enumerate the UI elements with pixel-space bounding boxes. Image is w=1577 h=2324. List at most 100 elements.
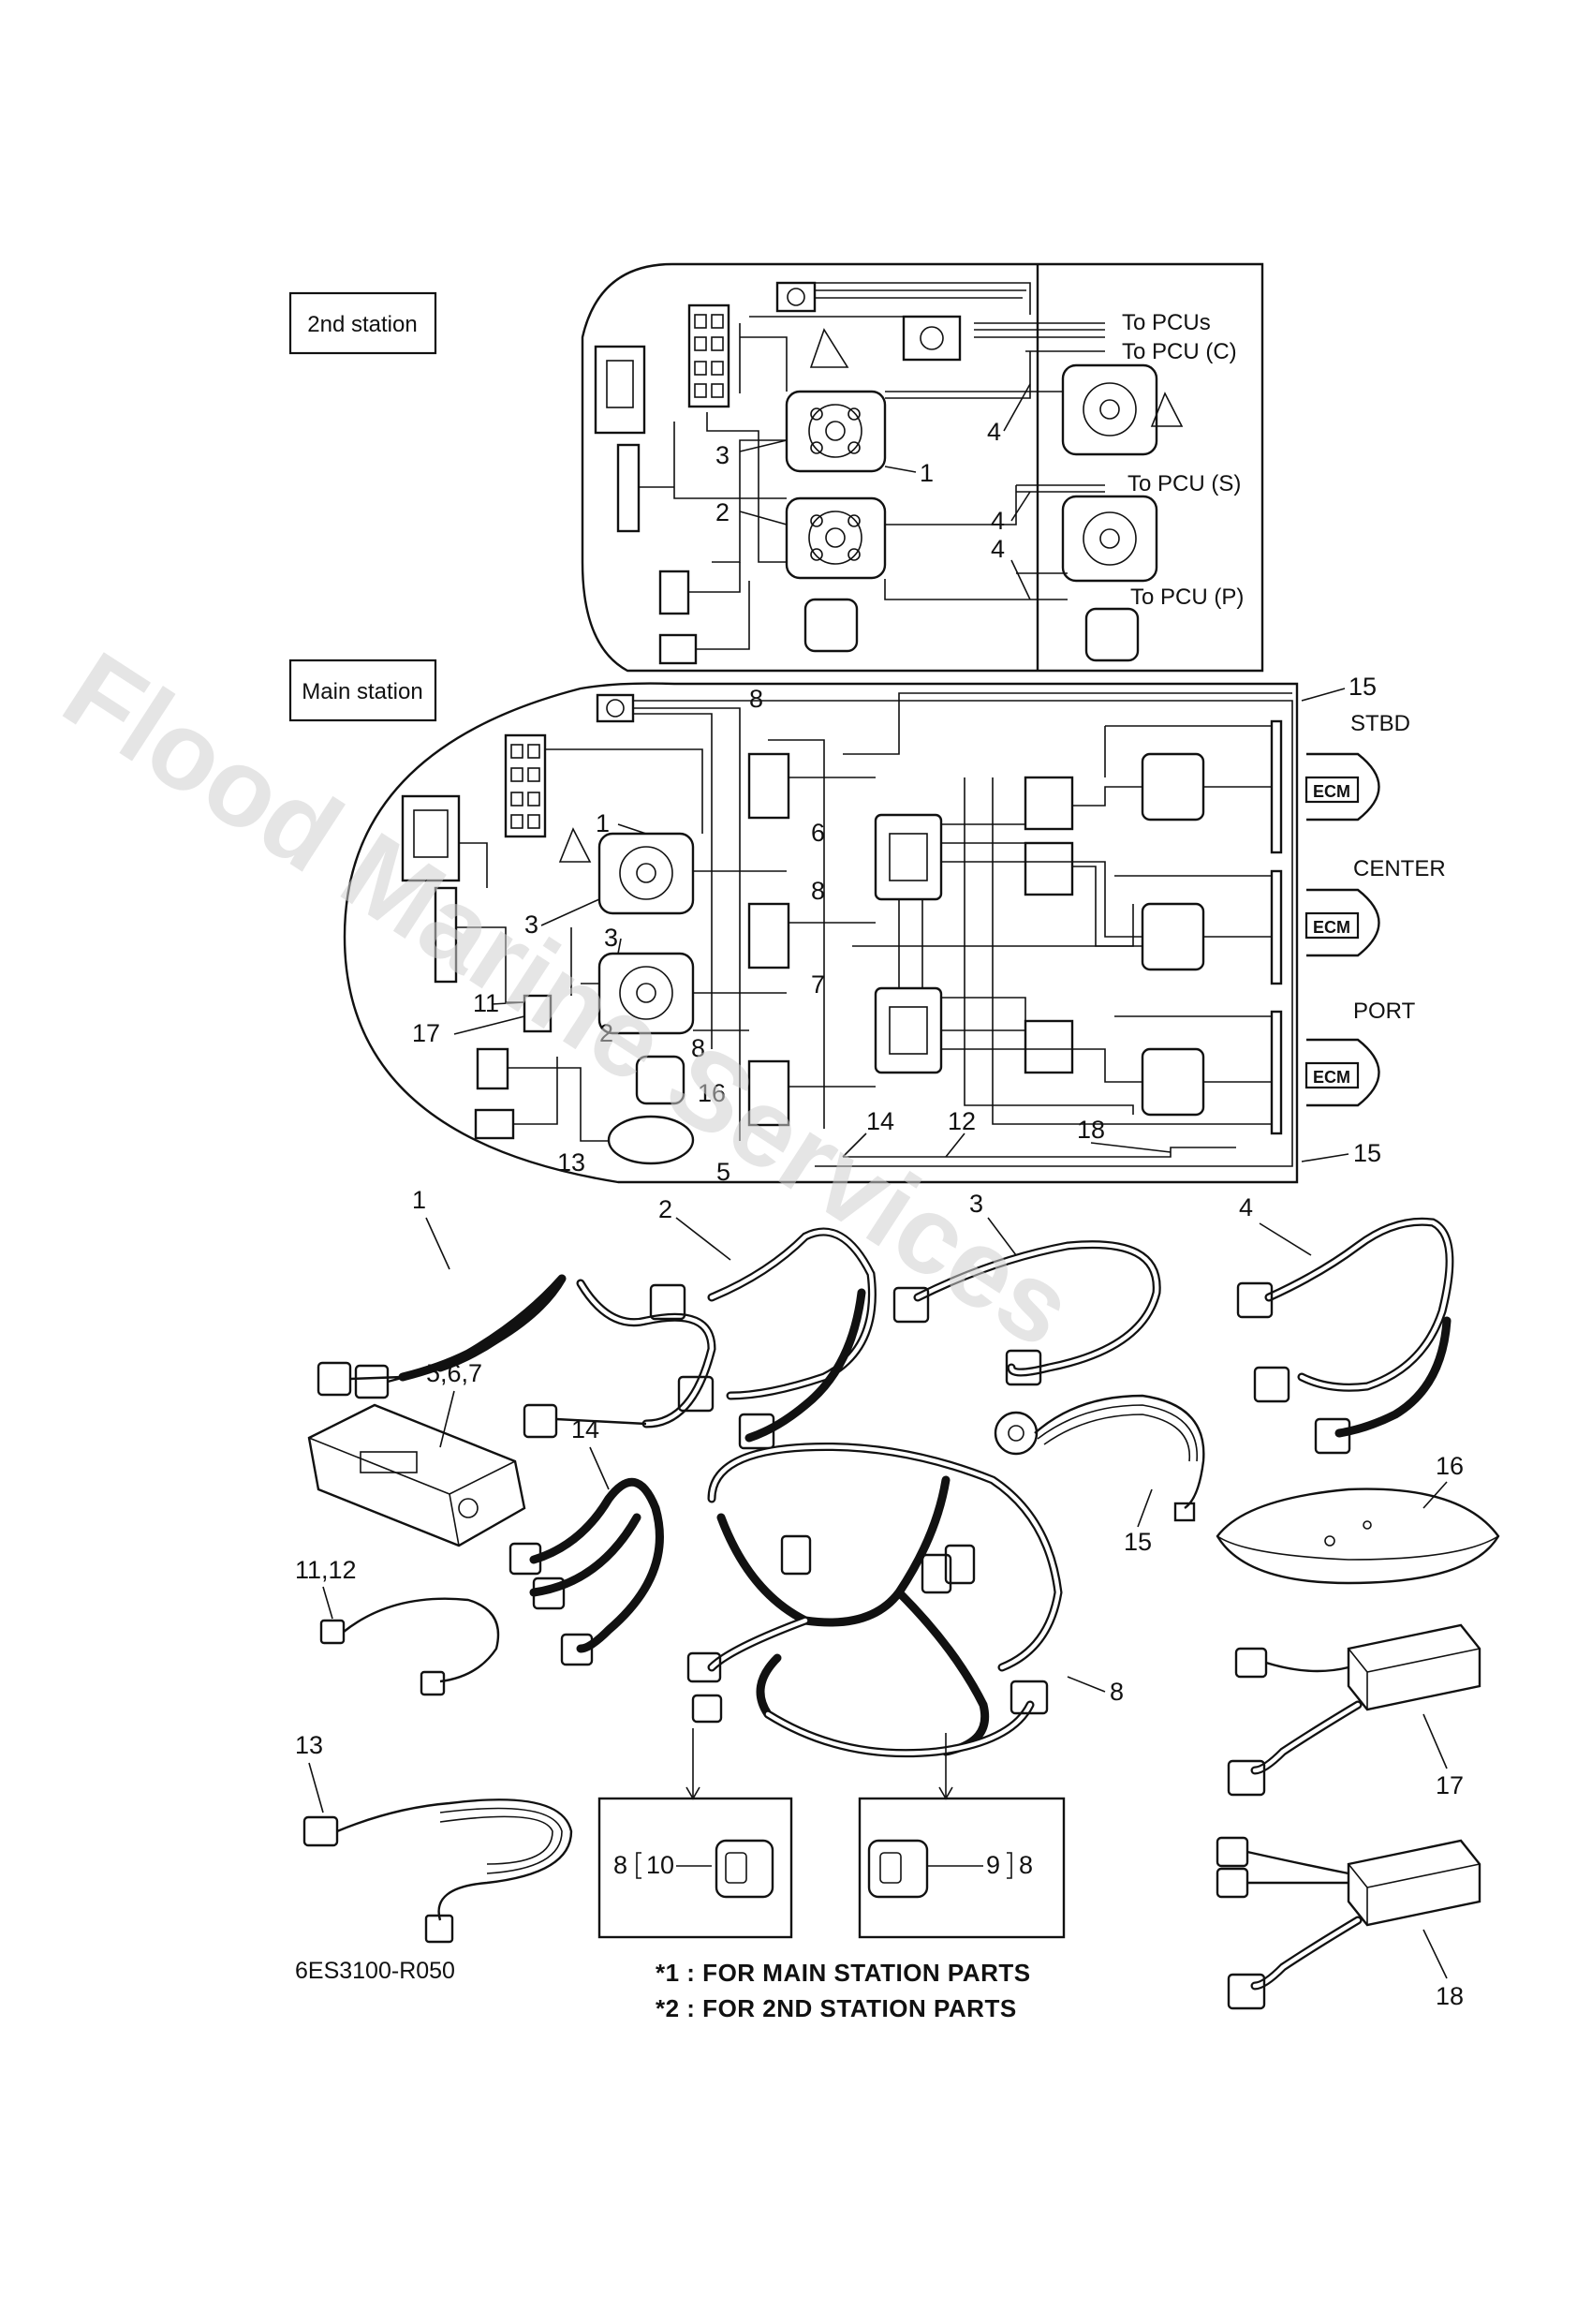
main-callout-3a: 3	[524, 910, 538, 939]
second-callout-4b: 4	[991, 507, 1005, 535]
detail-left-outer: 8	[613, 1851, 627, 1879]
part-1112-label: 11,12	[295, 1556, 357, 1584]
key-switch-icon-2	[902, 315, 962, 362]
engine-label-center: CENTER	[1353, 856, 1446, 881]
main-control-box-upper	[597, 832, 695, 915]
dest-to-pcu-s: To PCU (S)	[1127, 471, 1241, 496]
main-callout-15-top: 15	[1349, 673, 1377, 701]
main-callout-3b: 3	[604, 924, 618, 952]
dest-to-pcu-p: To PCU (P)	[1130, 585, 1244, 610]
second-station-diagram: 2nd station	[288, 262, 1264, 673]
part-13-label: 13	[295, 1731, 323, 1759]
relay-a-icon	[1024, 776, 1074, 831]
second-station-label: 2nd station	[307, 312, 417, 337]
key-switch-icon	[775, 281, 817, 313]
main-callout-8-mid: 8	[811, 877, 825, 905]
main-module-6-icon	[747, 752, 790, 820]
part-4-harness: 4	[1236, 1193, 1454, 1455]
part-14-harness: 14	[508, 1415, 664, 1666]
main-buzzer-icon	[476, 1047, 509, 1090]
part-13-cable: 13	[295, 1731, 573, 1944]
part-4-label: 4	[1239, 1193, 1253, 1221]
pcu-box-lower	[1061, 495, 1158, 583]
dest-to-pcus: To PCUs	[1122, 310, 1211, 335]
part-17-label: 17	[1436, 1771, 1464, 1799]
connector-9-icon	[867, 1839, 929, 1899]
watermark: Flood Marine Services	[43, 629, 1094, 1371]
part-16-label: 16	[1436, 1452, 1464, 1480]
part-1-label: 1	[412, 1186, 426, 1214]
part-2-label: 2	[658, 1195, 672, 1223]
main-callout-12: 12	[948, 1107, 976, 1135]
relay-b-icon	[1024, 841, 1074, 896]
main-helm-connector-icon	[635, 1055, 685, 1105]
main-module-17-icon	[523, 994, 553, 1033]
bus-bar-icon	[616, 443, 641, 533]
part-17-module: 17	[1227, 1623, 1481, 1799]
part-567-module: 5,6,7	[307, 1359, 526, 1547]
main-module-7-icon	[747, 902, 790, 970]
main-station-hull-outline	[343, 682, 1299, 1184]
pcu-port-icon	[1141, 1047, 1205, 1117]
center-junction-icon	[1270, 869, 1283, 985]
remote-lever-icon-2	[1150, 392, 1184, 427]
part-18-module: 18	[1216, 1836, 1481, 2010]
main-callout-6: 6	[811, 819, 825, 847]
control-box-upper	[785, 390, 887, 473]
main-callout-18: 18	[1077, 1116, 1105, 1144]
ecm-label-stbd: ECM	[1313, 782, 1350, 801]
main-station-diagram: Main station ECM STBD ECM CENTER ECM POR…	[288, 659, 1446, 1186]
pcu-box-upper	[1061, 363, 1158, 456]
engine-stbd: ECM STBD	[1304, 711, 1410, 822]
second-station-hull-outline	[581, 262, 1264, 673]
main-callout-16: 16	[698, 1079, 726, 1107]
part-15-cable: 15	[994, 1394, 1205, 1556]
connector-10-icon	[715, 1839, 774, 1899]
main-callout-13: 13	[557, 1148, 585, 1177]
buzzer-icon	[658, 570, 690, 615]
engine-label-stbd: STBD	[1350, 711, 1410, 736]
parts-illustrations: 1 2 3	[295, 1186, 1500, 2010]
note-2nd-station: *2 : FOR 2ND STATION PARTS	[656, 1994, 1017, 2022]
engine-center: ECM CENTER	[1304, 856, 1446, 957]
port-junction-icon	[1270, 1010, 1283, 1135]
engine-port: ECM PORT	[1304, 999, 1416, 1107]
engine-label-port: PORT	[1353, 999, 1416, 1024]
part-8-main-harness: 8	[686, 1442, 1124, 1758]
part-18-label: 18	[1436, 1982, 1464, 2010]
main-callout-8-low: 8	[691, 1034, 705, 1062]
part-1112-cable: 11,12	[295, 1556, 500, 1696]
main-callout-14: 14	[866, 1107, 894, 1135]
second-callout-leaders	[739, 383, 1031, 600]
main-callout-leaders	[453, 688, 1349, 1162]
switch-panel-icon	[687, 303, 730, 408]
part-15-label: 15	[1124, 1528, 1152, 1556]
diagram-code: 6ES3100-R050	[295, 1958, 455, 1984]
main-callout-7: 7	[811, 970, 825, 999]
main-bus-bar-icon	[434, 886, 458, 984]
detail-box-left: 8 10	[597, 1728, 793, 1939]
second-callout-3: 3	[715, 441, 730, 469]
main-callout-17: 17	[412, 1019, 440, 1047]
main-sensor-16-icon	[607, 1115, 695, 1165]
control-box-lower	[785, 496, 887, 580]
display-unit-icon	[594, 345, 646, 435]
second-callout-4c: 4	[991, 535, 1005, 563]
part-1-harness: 1	[317, 1186, 716, 1439]
main-callout-1: 1	[596, 809, 610, 837]
pcu-center-icon	[1141, 902, 1205, 971]
pcu-stbd-icon	[1141, 752, 1205, 822]
main-callout-5: 5	[716, 1158, 730, 1186]
detail-box-right: 9 8	[858, 1733, 1066, 1939]
stbd-junction-icon	[1270, 719, 1283, 854]
note-main-station: *1 : FOR MAIN STATION PARTS	[656, 1959, 1031, 1987]
hub-upper	[874, 813, 943, 901]
hub-lower	[874, 986, 943, 1074]
detail-right-inner: 9	[986, 1851, 1000, 1879]
main-display-icon	[401, 794, 461, 882]
second-callout-2: 2	[715, 498, 730, 526]
main-callout-8-top: 8	[749, 685, 763, 713]
second-station-tag	[288, 291, 437, 355]
detail-left-inner: 10	[646, 1851, 674, 1879]
